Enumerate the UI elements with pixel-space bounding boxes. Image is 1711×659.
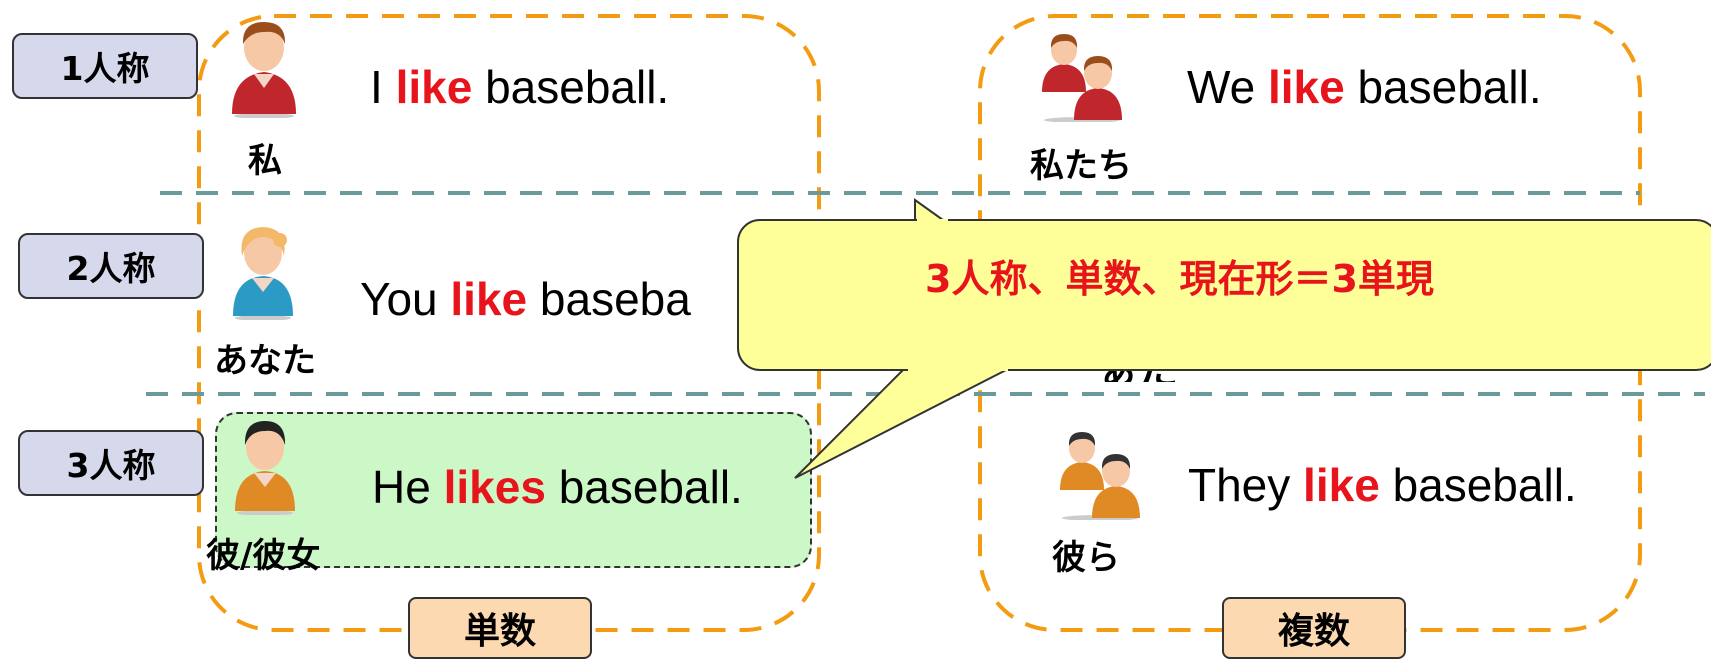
man-red-icon	[232, 22, 296, 118]
callout-body	[737, 219, 1711, 371]
tag-singular: 単数	[408, 597, 592, 659]
callout-tail	[794, 367, 1011, 479]
people-orange-icon	[1060, 432, 1140, 520]
sentence-i-like: I like baseball.	[370, 60, 669, 114]
woman-blue-icon	[233, 227, 293, 320]
pronoun-karera: 彼ら	[1052, 538, 1120, 578]
tag-second-person: 2人称	[18, 233, 204, 299]
pronoun-watashi: 私	[248, 141, 282, 181]
tag-third-person: 3人称	[18, 430, 204, 496]
sentence-object: baseball.	[558, 461, 743, 513]
pronoun-anata: あなた	[214, 341, 316, 381]
sentence-verb: like	[1267, 61, 1345, 113]
sentence-verb: like	[395, 61, 473, 113]
man-orange-icon	[235, 421, 295, 515]
sentence-you-like: You like baseba	[360, 272, 691, 326]
sentence-verb: likes	[443, 461, 546, 513]
sentence-subject: He	[372, 461, 431, 513]
third-person-highlight	[215, 412, 812, 568]
tag-first-person: 1人称	[12, 33, 198, 99]
sentence-subject: I	[370, 61, 383, 113]
sentence-object: baseball.	[1392, 459, 1577, 511]
sentence-subject: You	[360, 273, 438, 325]
people-red-icon	[1042, 34, 1122, 122]
sentence-subject: They	[1188, 459, 1291, 511]
sentence-he-likes: He likes baseball.	[372, 460, 743, 514]
sentence-verb: like	[1303, 459, 1380, 511]
sentence-subject: We	[1187, 61, 1256, 113]
sentence-object: baseba	[539, 273, 691, 325]
callout-text: 3人称、単数、現在形＝3単現	[925, 257, 1434, 301]
sentence-verb: like	[450, 273, 528, 325]
sentence-they-like: They like baseball.	[1188, 458, 1577, 512]
pronoun-kare-kanojo: 彼/彼女	[206, 536, 321, 576]
sentence-object: baseball.	[1357, 61, 1542, 113]
pronoun-watashitachi: 私たち	[1030, 146, 1132, 186]
sentence-we-like: We like baseball.	[1187, 60, 1542, 114]
sentence-object: baseball.	[485, 61, 670, 113]
tag-plural: 複数	[1222, 597, 1406, 659]
